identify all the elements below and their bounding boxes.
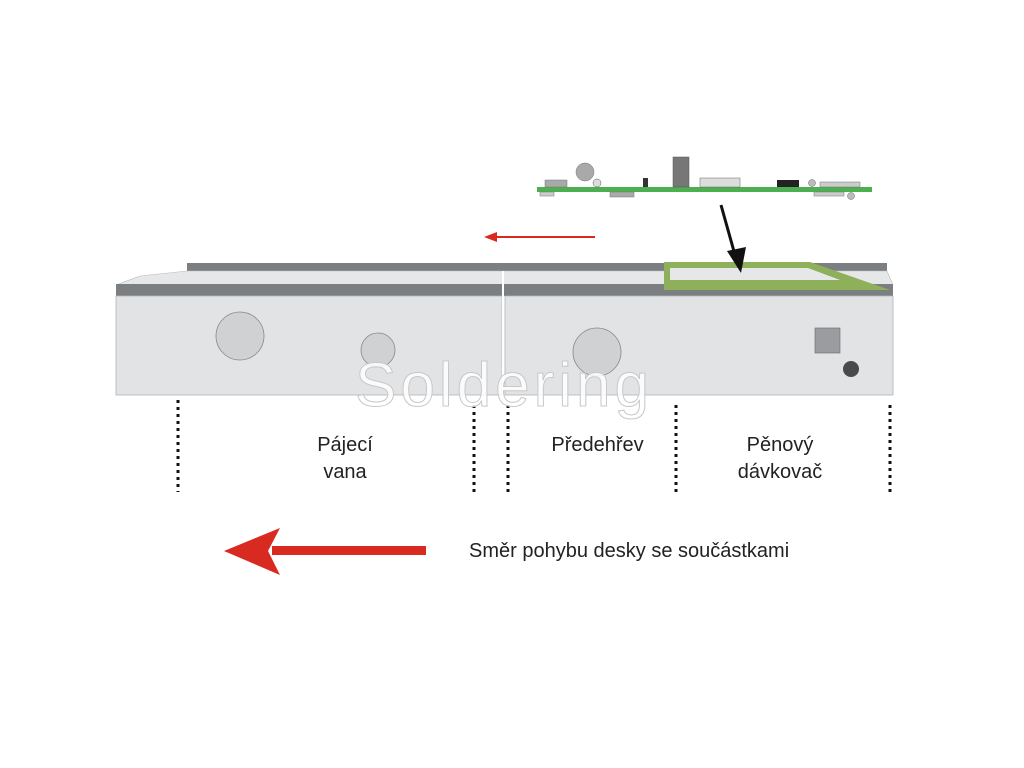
label-soldering-bath: Pájecí vana <box>285 432 405 486</box>
label-line: Pájecí <box>317 434 373 456</box>
label-line: Pěnový <box>746 434 814 456</box>
control-knob <box>843 361 859 377</box>
label-line: dávkovač <box>737 461 823 483</box>
pump-circle-small <box>360 332 396 368</box>
back-rail <box>187 263 887 271</box>
label-line: vana <box>323 461 367 483</box>
pcb-placement-arrow-icon <box>719 204 746 273</box>
control-square <box>814 327 841 354</box>
section-dividers <box>176 400 892 495</box>
pcb-board <box>537 156 872 200</box>
preheat-circle <box>572 327 622 377</box>
small-direction-arrow-icon <box>484 232 595 242</box>
label-preheat: Předehřev <box>551 434 644 456</box>
watermark: Soldering <box>355 351 653 421</box>
label-direction: Směr pohybu desky se součástkami <box>469 540 790 562</box>
direction-arrow-icon <box>224 528 426 575</box>
label-foam-fluxer: Pěnový dávkovač <box>710 432 850 486</box>
pump-circle <box>215 311 265 361</box>
soldering-section-body <box>115 295 503 396</box>
